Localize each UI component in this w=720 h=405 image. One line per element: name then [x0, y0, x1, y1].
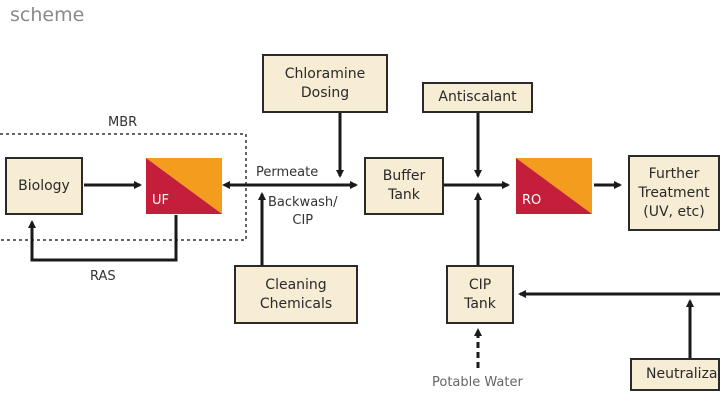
cleaning-chemicals-box: Cleaning Chemicals — [234, 265, 358, 324]
arrow-ras — [28, 215, 178, 262]
chloramine-dosing-box: Chloramine Dosing — [262, 54, 388, 113]
mbr-boundary — [0, 133, 247, 241]
ras-label: RAS — [90, 269, 116, 284]
biology-box: Biology — [5, 157, 83, 215]
buffer-tank-box: Buffer Tank — [364, 157, 444, 215]
ro-label: RO — [522, 193, 542, 208]
antiscalant-box: Antiscalant — [422, 82, 533, 113]
neutralization-box: Neutralizat — [630, 358, 720, 391]
uf-membrane: UF — [146, 158, 222, 214]
mbr-label: MBR — [108, 115, 138, 130]
uf-membrane-graphic — [146, 158, 222, 214]
page-title: scheme — [10, 4, 85, 26]
ro-membrane-graphic — [516, 158, 592, 214]
cip-tank-box: CIP Tank — [446, 265, 514, 324]
backwash-label: Backwash/ CIP — [268, 195, 338, 228]
ro-membrane: RO — [516, 158, 592, 214]
permeate-label: Permeate — [256, 165, 319, 180]
potable-water-label: Potable Water — [432, 375, 523, 390]
further-treatment-box: Further Treatment (UV, etc) — [628, 155, 720, 231]
uf-label: UF — [152, 193, 169, 208]
